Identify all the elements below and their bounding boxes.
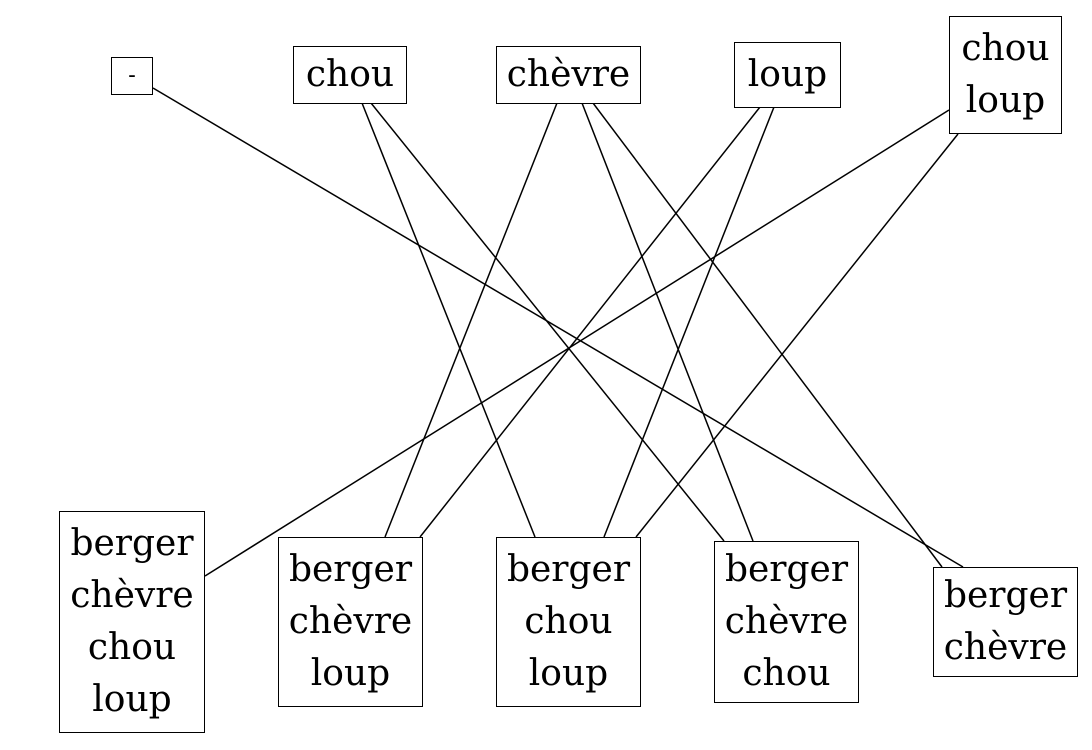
node-line: chou [961,28,1050,69]
edge-t3-b1 [419,106,761,538]
state-node-berger-chevre-chou: berger chèvre chou [714,541,859,703]
state-node-loup: loup [734,42,841,108]
node-line: chèvre [70,575,194,616]
node-line: berger [288,549,413,590]
node-line: chou [742,653,831,694]
edge-t3-b2 [603,106,775,538]
node-line: berger [506,549,631,590]
state-node-berger-chevre-chou-loup: berger chèvre chou loup [59,511,205,733]
edge-t2-b4 [592,102,943,568]
node-line: berger [943,575,1068,616]
node-line: berger [724,549,849,590]
state-node-empty: - [111,57,153,95]
node-line: chèvre [506,54,631,95]
node-line: chou [524,601,613,642]
node-line: loup [92,679,172,720]
edge-t2-b3 [581,102,754,542]
node-line: loup [747,54,828,95]
edge-t1-b2 [361,102,536,538]
node-line: loup [310,653,391,694]
state-node-chevre: chèvre [496,46,641,104]
node-line: chou [87,627,177,668]
node-line: chèvre [943,627,1068,668]
edge-t0-b4 [152,87,964,568]
state-node-chou: chou [293,46,407,104]
node-line: chèvre [724,601,849,642]
edge-t2-b1 [384,102,558,538]
state-node-berger-chevre-loup: berger chèvre loup [278,537,423,707]
node-line: - [125,63,139,88]
node-line: loup [965,80,1046,121]
node-line: chou [305,54,395,95]
node-line: chèvre [288,601,413,642]
edge-t4-b0 [204,109,950,577]
state-node-berger-chevre: berger chèvre [933,567,1078,677]
node-line: berger [70,523,194,564]
edge-t4-b2 [635,133,959,538]
state-node-chou-loup: chou loup [949,16,1062,134]
state-node-berger-chou-loup: berger chou loup [496,537,641,707]
edge-t1-b3 [370,102,725,542]
node-line: loup [528,653,609,694]
